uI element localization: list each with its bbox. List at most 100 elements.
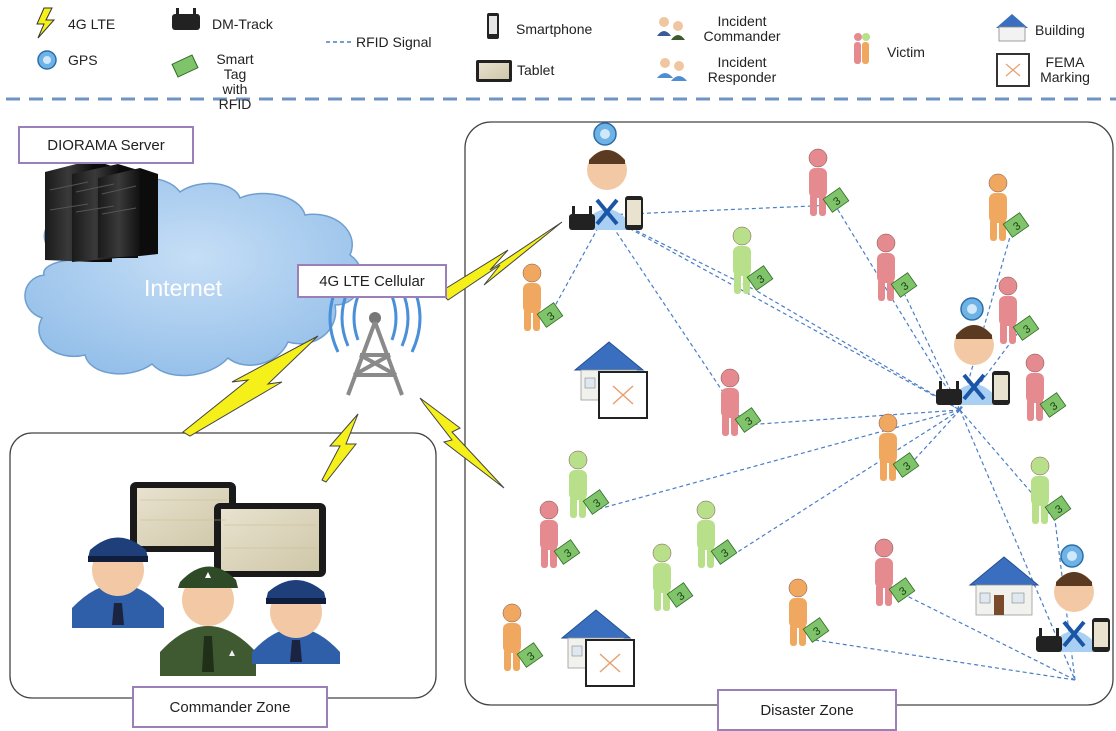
cell-tower-icon — [328, 283, 422, 396]
commander-tablets — [130, 482, 326, 577]
smart-tag-number: 3 — [719, 547, 731, 560]
smart-tag-icon: 3 — [710, 539, 738, 565]
smart-tag-icon: 3 — [888, 577, 916, 603]
smart-tag-icon: 3 — [1039, 392, 1067, 418]
victim-icon — [854, 33, 870, 64]
dm-track-icon — [1036, 628, 1062, 652]
incident-commander-icon — [657, 17, 685, 40]
victim-icon: 3 — [808, 148, 850, 216]
dm-track-icon — [936, 381, 962, 405]
internet-label: Internet — [144, 275, 223, 301]
smart-tag-number: 3 — [831, 195, 843, 208]
victim-icon: 3 — [874, 538, 916, 606]
server-icon — [45, 160, 158, 262]
incident-responder-icon — [569, 122, 643, 230]
victim-icon: 3 — [522, 263, 564, 331]
smartphone-icon — [625, 196, 643, 230]
smart-tag-number: 3 — [811, 625, 823, 638]
victim-icon: 3 — [988, 173, 1030, 241]
smart-tag-number: 3 — [591, 497, 603, 510]
fema-marking-icon — [585, 639, 635, 687]
lightning-icon — [36, 7, 56, 39]
building-icon — [996, 14, 1028, 42]
smart-tag-icon: 3 — [582, 489, 610, 515]
building-icon — [573, 341, 648, 419]
legend-rfid-signal-label: RFID Signal — [356, 34, 432, 50]
lightning-icon — [419, 397, 505, 489]
legend-building-label: Building — [1035, 22, 1085, 38]
smart-tag-number: 3 — [755, 273, 767, 286]
incident-commander-icon — [252, 580, 340, 664]
legend-fema-marking-label: FEMA Marking — [1040, 54, 1090, 85]
gps-icon — [593, 122, 617, 146]
legend-lte-label: 4G LTE — [68, 16, 116, 32]
victim-icon: 3 — [652, 543, 694, 611]
smart-tag-icon: 3 — [734, 407, 762, 433]
lightning-icon — [439, 221, 563, 301]
lightning-icon — [182, 335, 319, 437]
smart-tag-number: 3 — [897, 585, 909, 598]
legend-incident-responder-label: Incident Responder — [707, 54, 777, 85]
smart-tag-icon: 3 — [746, 265, 774, 291]
responders-layer — [569, 122, 1110, 652]
legend-gps-label: GPS — [68, 52, 98, 68]
gps-icon — [1060, 544, 1084, 568]
incident-commander-icon — [160, 566, 256, 676]
victims-layer: 3 3 3 3 3 3 3 3 3 3 3 3 3 3 3 3 3 — [502, 148, 1072, 671]
legend-dm-track-label: DM-Track — [212, 16, 273, 32]
incident-responder-icon — [936, 297, 1010, 405]
fema-marking-icon — [598, 371, 648, 419]
lightning-icon — [321, 413, 359, 483]
smart-tag-icon: 3 — [892, 452, 920, 478]
smart-tag-number: 3 — [545, 310, 557, 323]
tablet-icon — [476, 60, 512, 82]
lte-links — [182, 221, 563, 489]
smart-tag-number: 3 — [899, 280, 911, 293]
legend — [36, 7, 1030, 87]
victim-icon: 3 — [539, 500, 581, 568]
smart-tag-icon: 3 — [802, 617, 830, 643]
smart-tag-number: 3 — [525, 650, 537, 663]
smart-tag-number: 3 — [675, 590, 687, 603]
smart-tag-icon: 3 — [1012, 315, 1040, 341]
victim-icon: 3 — [720, 368, 762, 436]
victim-icon: 3 — [732, 226, 774, 294]
incident-responder-icon — [657, 58, 687, 81]
smart-tag-number: 3 — [1021, 323, 1033, 336]
legend-incident-commander-label: Incident Commander — [703, 13, 781, 44]
server-label: DIORAMA Server — [18, 126, 194, 164]
dm-track-icon — [172, 8, 200, 30]
legend-victim-label: Victim — [887, 44, 925, 60]
gps-icon — [960, 297, 984, 321]
smart-tag-icon: 3 — [553, 539, 581, 565]
victim-icon: 3 — [502, 603, 544, 671]
smart-tag-icon: 3 — [822, 187, 850, 213]
building-icon — [968, 556, 1040, 616]
smart-tag-icon — [171, 54, 199, 78]
smartphone-icon — [1092, 618, 1110, 652]
buildings-layer — [560, 341, 1040, 687]
smart-tag-icon: 3 — [516, 642, 544, 668]
building-icon — [560, 609, 635, 687]
legend-tablet-label: Tablet — [517, 62, 555, 78]
smart-tag-icon: 3 — [1002, 212, 1030, 238]
fema-marking-icon — [996, 53, 1030, 87]
victim-icon: 3 — [696, 500, 738, 568]
victim-icon: 3 — [998, 276, 1040, 344]
cellular-label: 4G LTE Cellular — [297, 264, 447, 298]
dm-track-icon — [569, 206, 595, 230]
victim-icon: 3 — [568, 450, 610, 518]
gps-icon — [37, 50, 57, 70]
smart-tag-number: 3 — [1053, 503, 1065, 516]
smartphone-icon — [487, 13, 499, 39]
legend-smart-tag-label: Smart Tag with RFID — [216, 51, 254, 112]
legend-smartphone-label: Smartphone — [516, 21, 593, 37]
smart-tag-icon: 3 — [666, 582, 694, 608]
smart-tag-icon: 3 — [1044, 495, 1072, 521]
smart-tag-number: 3 — [743, 415, 755, 428]
disaster-zone-label: Disaster Zone — [717, 689, 897, 731]
incident-commander-icon — [72, 537, 164, 628]
smart-tag-number: 3 — [1048, 400, 1060, 413]
victim-icon: 3 — [876, 233, 918, 301]
